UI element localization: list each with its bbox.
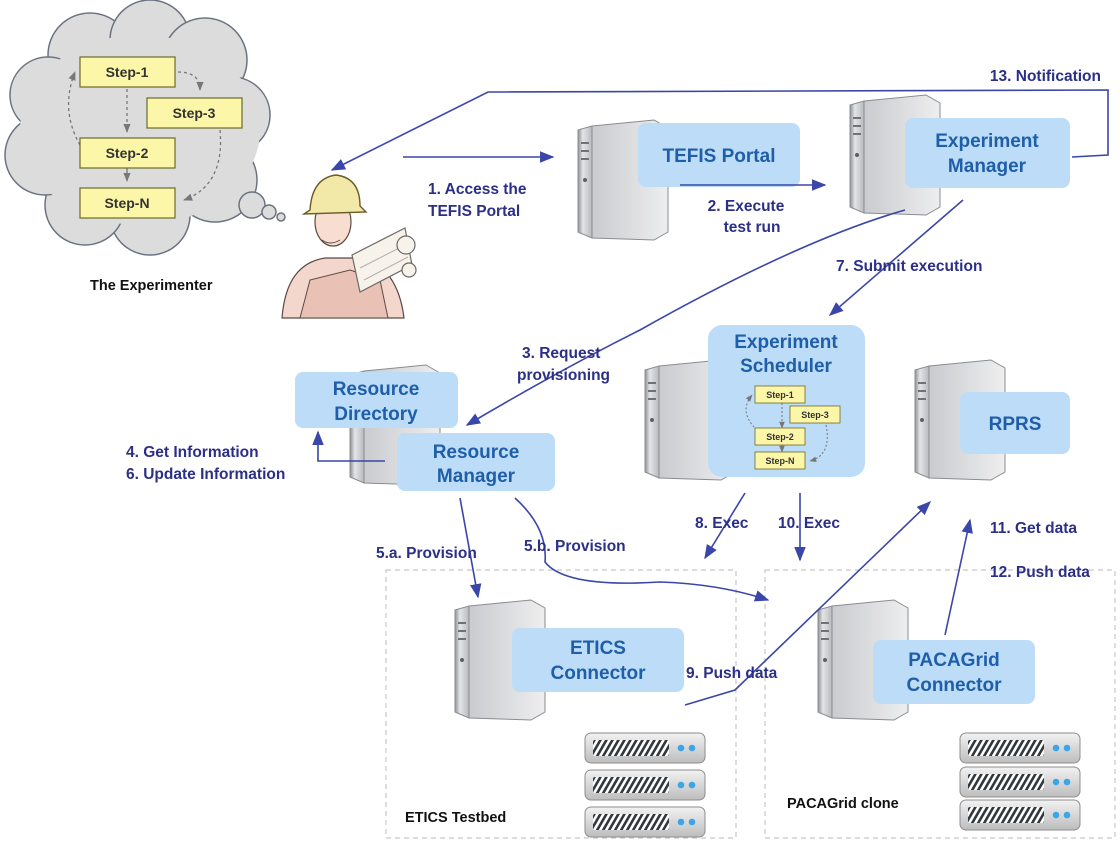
rprs-box bbox=[960, 392, 1070, 454]
etics-testbed-caption: ETICS Testbed bbox=[405, 810, 506, 826]
scheduler-step-n bbox=[754, 451, 806, 470]
resource-directory-label-line1: Resource bbox=[333, 379, 420, 400]
arrow-push-data-9 bbox=[684, 501, 932, 706]
cloud-step-1 bbox=[79, 56, 176, 88]
cloud-step-n-label: Step-N bbox=[104, 195, 149, 211]
pacagrid-rack-servers-icon bbox=[959, 732, 1081, 831]
label-submit-execution: 7. Submit execution bbox=[836, 258, 982, 275]
scheduler-step-2-label: Step-2 bbox=[766, 432, 794, 442]
experiment-scheduler-label-line1: Experiment bbox=[734, 332, 838, 353]
pacagrid-connector-box bbox=[873, 640, 1035, 704]
experiment-manager-label-line1: Experiment bbox=[935, 131, 1039, 152]
scheduler-step-1 bbox=[754, 385, 806, 404]
etics-connector-box bbox=[512, 628, 684, 692]
label-request-provisioning-line2: provisioning bbox=[517, 367, 610, 384]
pacagrid-clone-region bbox=[764, 569, 1116, 839]
arrow-get-update-information bbox=[312, 430, 385, 462]
pacagrid-connector-label-line2: Connector bbox=[907, 675, 1003, 696]
label-provision-b: 5.b. Provision bbox=[524, 538, 626, 555]
label-request-provisioning-line1: 3. Request bbox=[522, 345, 600, 362]
scheduler-step-3 bbox=[789, 405, 841, 424]
label-access-portal-line2: TEFIS Portal bbox=[428, 203, 520, 220]
label-get-information: 4. Get Information bbox=[126, 444, 259, 461]
label-execute-test-run-line1: 2. Execute bbox=[708, 198, 785, 215]
label-push-data-12: 12. Push data bbox=[990, 564, 1090, 581]
label-access-portal-line1: 1. Access the bbox=[428, 181, 527, 198]
resource-manager-box bbox=[397, 433, 555, 491]
scheduler-step-1-label: Step-1 bbox=[766, 390, 794, 400]
resource-manager-label-line2: Manager bbox=[437, 466, 516, 487]
pacagrid-connector-label-line1: PACAGrid bbox=[908, 650, 999, 671]
cloud-step-2 bbox=[79, 137, 176, 169]
rprs-label: RPRS bbox=[989, 414, 1042, 435]
scheduler-workflow: Step-1 Step-3 Step-2 Step-N bbox=[745, 385, 841, 470]
cloud-step-3 bbox=[146, 97, 243, 129]
experimenter-caption: The Experimenter bbox=[90, 278, 213, 294]
experiment-manager-label-line2: Manager bbox=[948, 156, 1027, 177]
arrow-request-provisioning bbox=[465, 209, 906, 426]
label-exec-10: 10. Exec bbox=[778, 515, 840, 532]
resource-manager-label-line1: Resource bbox=[433, 442, 520, 463]
tefis-portal-label: TEFIS Portal bbox=[663, 146, 776, 167]
etics-connector-label-line1: ETICS bbox=[570, 638, 626, 659]
arrow-notification bbox=[330, 89, 1109, 171]
etics-connector-label-line2: Connector bbox=[551, 663, 647, 684]
arrow-get-push-data bbox=[944, 518, 973, 636]
experiment-manager-box bbox=[905, 118, 1070, 188]
arrow-submit-execution bbox=[828, 199, 964, 316]
arrow-exec-8 bbox=[704, 492, 746, 560]
cloud-step-2-label: Step-2 bbox=[106, 145, 149, 161]
tefis-portal-box bbox=[638, 123, 800, 187]
label-exec-8: 8. Exec bbox=[695, 515, 749, 532]
label-provision-a: 5.a. Provision bbox=[376, 545, 477, 562]
resource-directory-box bbox=[295, 372, 458, 428]
experiment-scheduler-label-line2: Scheduler bbox=[740, 356, 832, 377]
resource-directory-label-line2: Directory bbox=[334, 404, 418, 425]
label-get-data: 11. Get data bbox=[990, 520, 1077, 537]
label-push-data-9: 9. Push data bbox=[686, 665, 778, 682]
scheduler-step-2 bbox=[754, 427, 806, 446]
label-execute-test-run-line2: test run bbox=[724, 219, 781, 236]
cloud-step-1-label: Step-1 bbox=[106, 64, 149, 80]
scheduler-step-n-label: Step-N bbox=[766, 456, 795, 466]
pacagrid-clone-caption: PACAGrid clone bbox=[787, 796, 899, 812]
etics-rack-servers-icon bbox=[584, 732, 706, 838]
experimenter-person-icon bbox=[281, 174, 417, 319]
label-update-information: 6. Update Information bbox=[126, 466, 285, 483]
cloud-step-3-label: Step-3 bbox=[173, 105, 216, 121]
etics-testbed-region bbox=[385, 569, 737, 839]
cloud-step-n bbox=[79, 187, 176, 219]
scheduler-step-3-label: Step-3 bbox=[801, 410, 829, 420]
arrow-provision-b bbox=[514, 497, 770, 602]
experimenter-thought-cloud: Step-1 Step-3 Step-2 Step-N bbox=[4, 0, 286, 256]
label-notification: 13. Notification bbox=[990, 68, 1101, 85]
arrow-provision-a bbox=[459, 497, 482, 599]
